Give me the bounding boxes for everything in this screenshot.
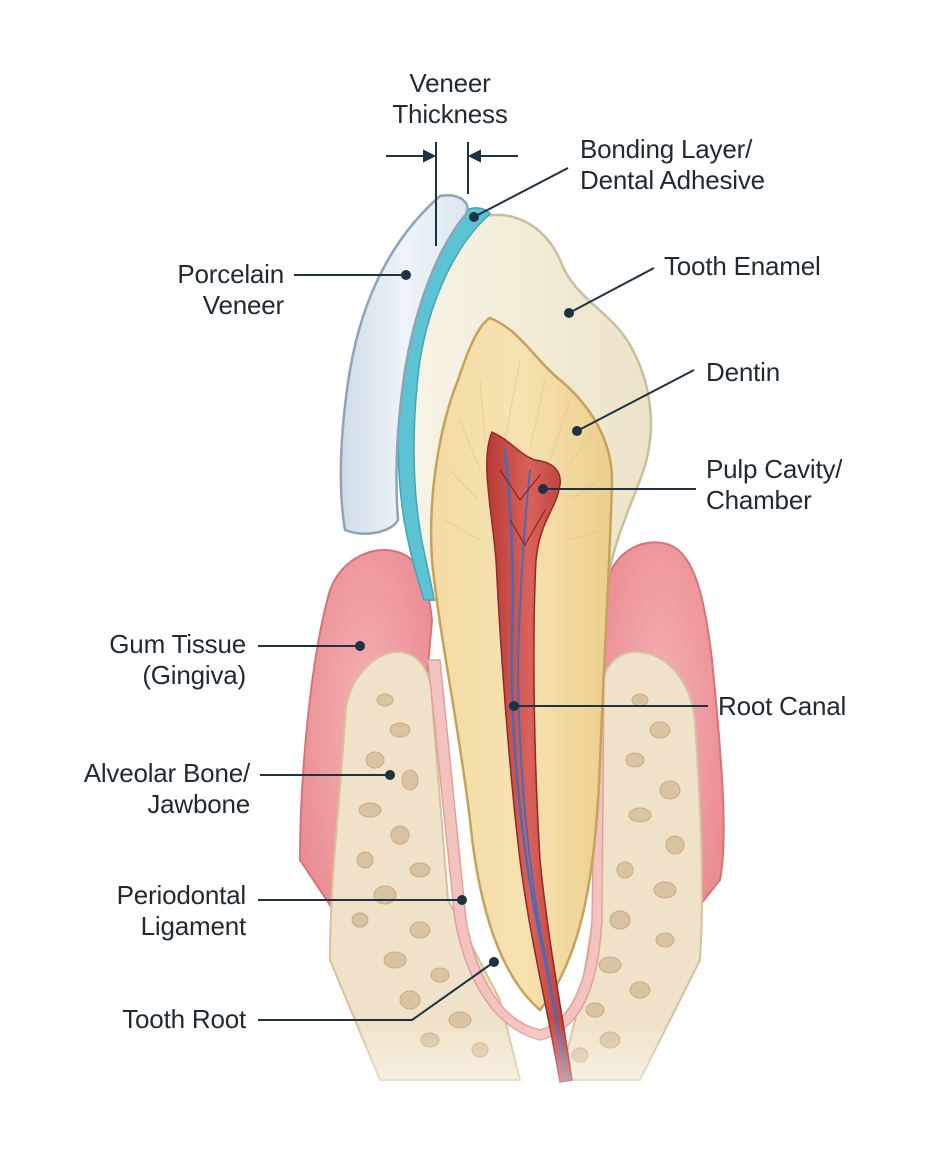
dentin-tubules bbox=[444, 359, 606, 541]
leader-root-canal bbox=[509, 701, 708, 711]
label-gum-tissue: Gum Tissue (Gingiva) bbox=[109, 629, 246, 690]
leader-alveolar-bone bbox=[260, 770, 395, 780]
leader-tooth-enamel bbox=[564, 267, 655, 318]
label-veneer-thickness: Veneer Thickness bbox=[392, 68, 508, 129]
pulp-cavity bbox=[486, 431, 573, 1083]
label-bonding-layer: Bonding Layer/ Dental Adhesive bbox=[580, 134, 765, 195]
leader-gum-tissue bbox=[258, 641, 365, 651]
label-tooth-enamel: Tooth Enamel bbox=[664, 251, 821, 281]
label-tooth-root: Tooth Root bbox=[122, 1004, 246, 1034]
label-root-canal: Root Canal bbox=[718, 691, 847, 721]
label-periodontal-ligament: Periodontal Ligament bbox=[116, 880, 247, 941]
bottom-fade bbox=[280, 1020, 740, 1152]
label-pulp-cavity: Pulp Cavity/ Chamber bbox=[706, 454, 843, 515]
label-porcelain-veneer: Porcelain Veneer bbox=[177, 259, 284, 320]
thickness-dimension bbox=[386, 142, 518, 246]
leader-tooth-root bbox=[258, 957, 499, 1021]
leader-periodontal-ligament bbox=[258, 895, 467, 905]
leader-lines bbox=[258, 167, 708, 1021]
leader-bonding-layer bbox=[469, 167, 569, 222]
porcelain-veneer bbox=[339, 193, 469, 535]
label-alveolar-bone: Alveolar Bone/ Jawbone bbox=[83, 758, 251, 819]
nerve-vessels bbox=[499, 448, 568, 1082]
leader-dentin bbox=[572, 369, 695, 436]
leader-porcelain-veneer bbox=[294, 270, 411, 280]
leader-pulp-cavity bbox=[538, 484, 696, 494]
label-dentin: Dentin bbox=[706, 357, 780, 387]
